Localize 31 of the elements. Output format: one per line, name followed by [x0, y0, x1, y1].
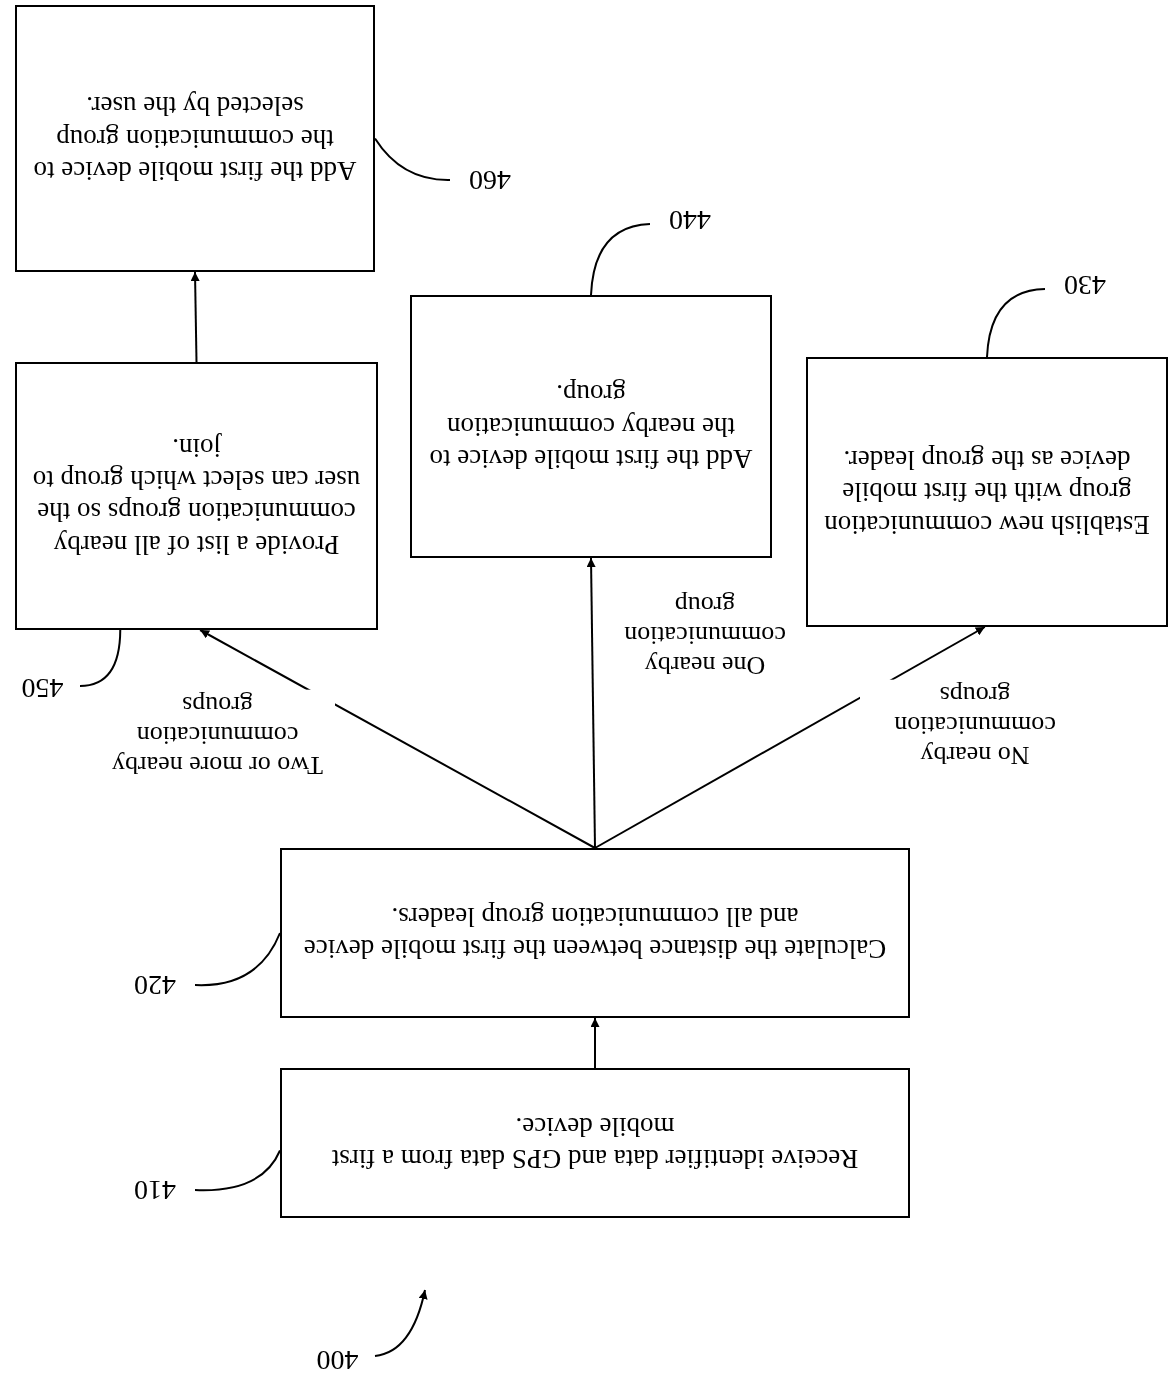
arrow	[590, 1017, 600, 1069]
step-text: Provide a list of all nearby communication groups so the user can select which group to join.	[31, 431, 362, 561]
reference-number: 440	[650, 200, 730, 240]
reference-number: 430	[1045, 265, 1125, 305]
process-box	[280, 1068, 910, 1218]
process-box	[410, 295, 772, 558]
leader-line	[79, 629, 122, 687]
process-box	[280, 848, 910, 1018]
arrow	[199, 629, 596, 849]
step-text: Add the first mobile device to the nearby communication group.	[428, 378, 754, 476]
arrow	[190, 271, 200, 363]
leader-line	[194, 1149, 281, 1192]
process-box	[15, 362, 378, 630]
step-text: Add the first mobile device to the communication group selected by the user.	[32, 90, 358, 188]
step-text: Calculate the distance between the first mobile device and all communication group leaders.	[302, 901, 888, 966]
process-box	[806, 357, 1168, 627]
leader-line	[590, 223, 651, 296]
arrow	[374, 1289, 428, 1357]
reference-number: 400	[300, 1340, 375, 1373]
arrow	[594, 626, 986, 849]
leader-line	[374, 137, 451, 181]
reference-number: 420	[115, 965, 195, 1005]
reference-number: 450	[5, 668, 80, 708]
arrow	[586, 557, 596, 849]
leader-line	[986, 288, 1046, 358]
step-text: Receive identifier data and GPS data from a first mobile device.	[330, 1111, 860, 1176]
reference-number: 410	[115, 1170, 195, 1210]
reference-number: 460	[450, 160, 530, 200]
process-box	[15, 5, 375, 272]
leader-line	[194, 932, 281, 987]
step-text: Establish new communication group with the first mobile device as the group leader.	[823, 443, 1151, 541]
